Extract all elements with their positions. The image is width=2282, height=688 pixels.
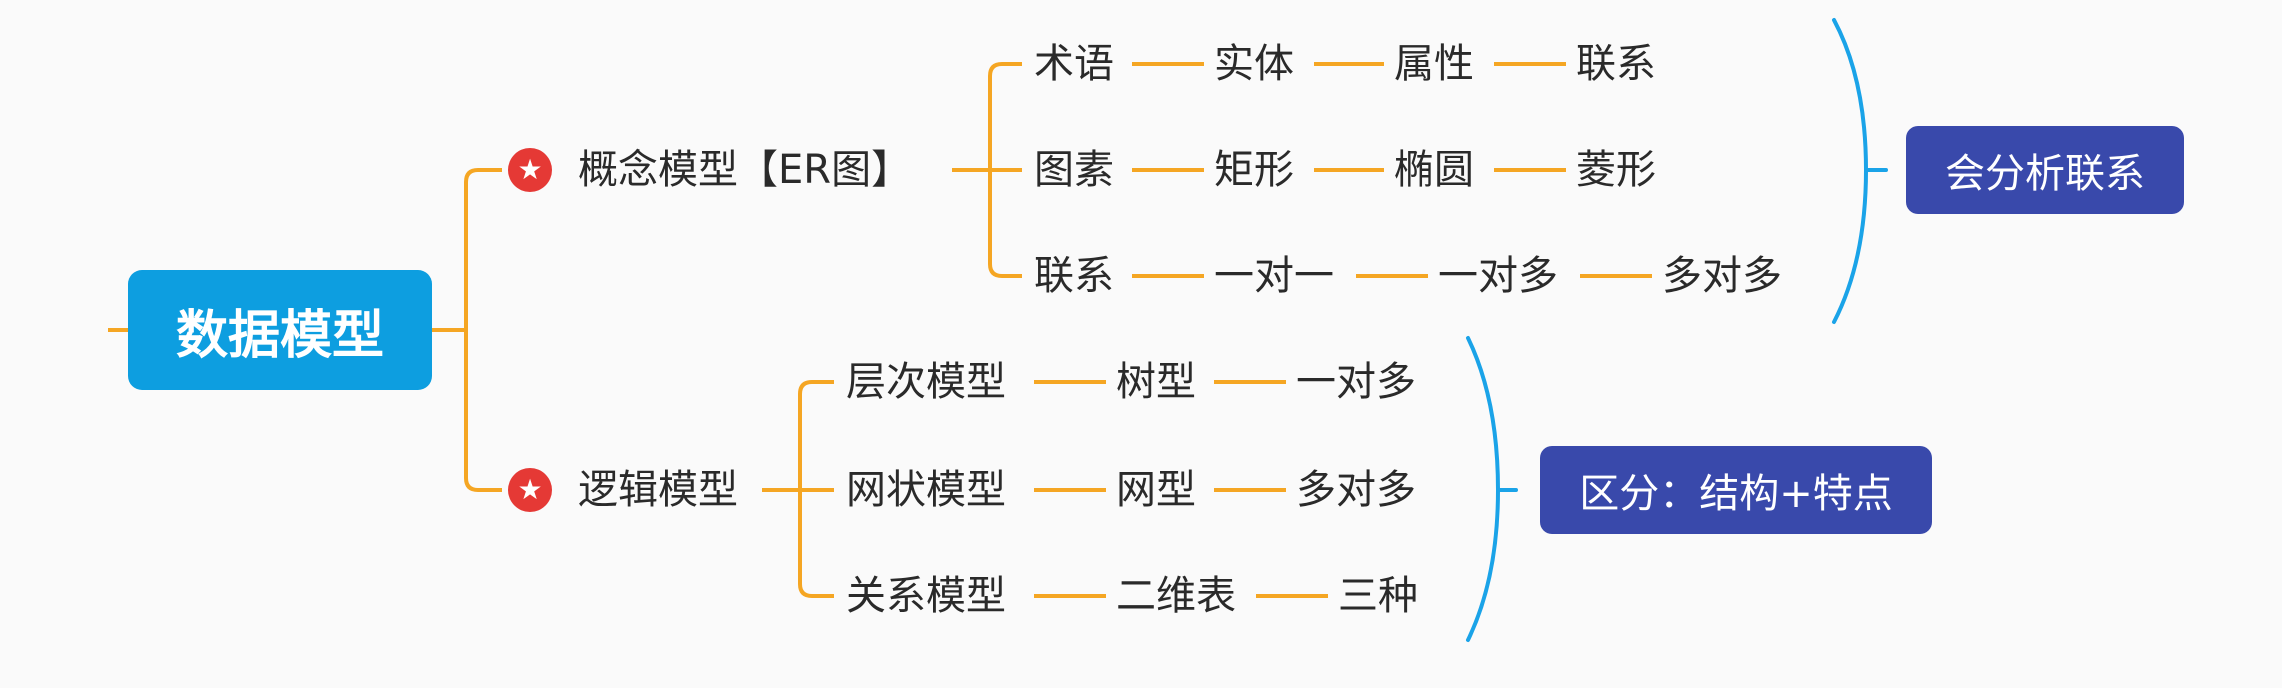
concept-node[interactable]: 一对一: [1214, 253, 1334, 299]
branch-concept-model[interactable]: ★ 概念模型【ER图】: [508, 146, 911, 194]
concept-node[interactable]: 属性: [1394, 41, 1474, 87]
logic-item-hierarchical[interactable]: 层次模型: [846, 359, 1006, 405]
concept-node[interactable]: 一对多: [1438, 253, 1558, 299]
logic-items-connector: [762, 380, 834, 598]
branch-logic-model[interactable]: ★ 逻辑模型: [508, 466, 738, 514]
star-icon: ★: [508, 148, 552, 192]
star-icon: ★: [508, 468, 552, 512]
concept-node[interactable]: 多对多: [1662, 253, 1782, 299]
concept-node[interactable]: 菱形: [1576, 147, 1656, 193]
logic-item-relational[interactable]: 关系模型: [846, 573, 1006, 619]
logic-node[interactable]: 二维表: [1116, 573, 1236, 619]
concept-items-connector: [952, 62, 1022, 278]
logic-node[interactable]: 多对多: [1296, 467, 1416, 513]
root-node[interactable]: 数据模型: [128, 270, 432, 390]
summary-brace-2: [1466, 336, 1501, 642]
summary-box-concept[interactable]: 会分析联系: [1906, 126, 2184, 214]
logic-node[interactable]: 一对多: [1296, 359, 1416, 405]
branch-label: 概念模型【ER图】: [578, 147, 912, 193]
concept-node[interactable]: 矩形: [1214, 147, 1294, 193]
concept-node[interactable]: 联系: [1576, 41, 1656, 87]
summary-box-logic[interactable]: 区分：结构+特点: [1540, 446, 1932, 534]
concept-item-relation[interactable]: 联系: [1034, 253, 1114, 299]
root-branch-connector: [432, 168, 502, 492]
logic-item-network[interactable]: 网状模型: [846, 467, 1006, 513]
concept-node[interactable]: 实体: [1214, 41, 1294, 87]
logic-node[interactable]: 网型: [1116, 467, 1196, 513]
concept-item-term[interactable]: 术语: [1034, 41, 1114, 87]
concept-node[interactable]: 椭圆: [1394, 147, 1474, 193]
summary-brace-1: [1832, 18, 1869, 324]
logic-node[interactable]: 三种: [1338, 573, 1418, 619]
branch-label: 逻辑模型: [578, 467, 738, 513]
concept-item-symbol[interactable]: 图素: [1034, 147, 1114, 193]
logic-node[interactable]: 树型: [1116, 359, 1196, 405]
